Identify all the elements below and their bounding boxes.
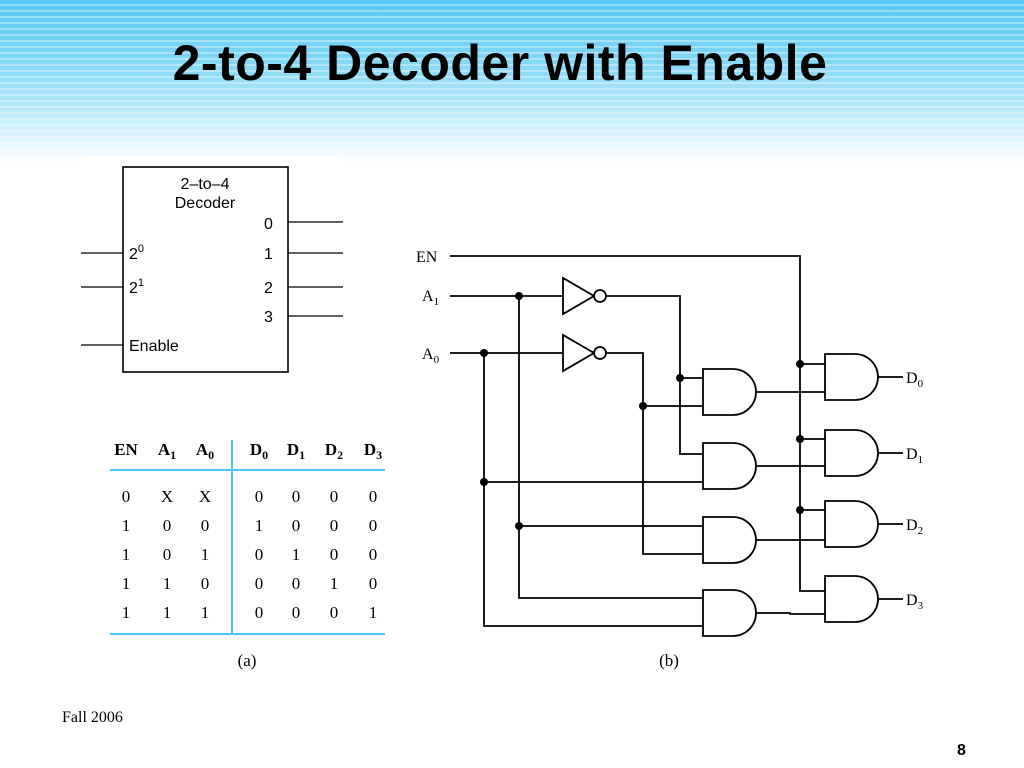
truth-table-cell: 1 [122,545,131,564]
output-label-d0: D0 [906,370,924,390]
wire-a1-true [518,296,703,599]
truth-table-header-1: A1 [158,440,176,462]
truth-table-header-6: D3 [364,440,382,462]
truth-table-cell: 1 [122,516,131,535]
truth-table-cell: 0 [330,516,339,535]
truth-table-cell: 0 [292,516,301,535]
inverter-a1 [562,276,596,316]
truth-table-header-2: A0 [196,440,214,462]
truth-table-cell: X [161,487,173,506]
and-gate-stage2-d2 [824,500,879,548]
decoder-block [122,166,289,373]
truth-table-cell: 0 [163,545,172,564]
circuit-en-label: EN [416,249,438,266]
wire-a0-not [606,352,703,555]
title-banner [0,0,1024,165]
truth-table-cell: 1 [122,603,131,622]
junction-a0-not [639,402,647,410]
truth-table-cell: 0 [255,545,264,564]
caption-b: (b) [659,651,679,670]
and-gate-stage1-d1 [702,442,757,490]
block-input-label-2-0: 20 [129,243,144,263]
truth-table-cell: 0 [255,574,264,593]
and-gate-stage2-d1 [824,429,879,477]
junction-a1 [515,292,523,300]
junction-a1-not [676,374,684,382]
footer-date: Fall 2006 [62,709,123,726]
truth-table-cell: 0 [369,574,378,593]
truth-table-cell: 0 [292,603,301,622]
truth-table-cell: 0 [122,487,131,506]
truth-table-cell: 0 [292,574,301,593]
and-gate-stage2-d3 [824,575,879,623]
wire-stage-d3 [756,612,825,615]
output-label-d2: D2 [906,517,923,537]
circuit-a0-label: A0 [422,346,440,366]
truth-table-cell: 1 [201,603,210,622]
truth-table-cell: 0 [369,487,378,506]
block-enable-label: Enable [129,338,179,355]
wire-a0-true [483,353,703,627]
truth-table-cell: 0 [201,574,210,593]
truth-table-cell: 1 [201,545,210,564]
truth-table-cell: 0 [330,487,339,506]
truth-table: EN A1 A0 D0 D1 D2 D3 0 X X 0 0 0 0 1 0 0 1 0 0 0 1 0 1 0 1 0 0 1 1 0 0… [110,440,385,635]
junction-a0 [480,349,488,357]
truth-table-cell: 1 [330,574,339,593]
truth-table-cell: 1 [292,545,301,564]
truth-table-cell: 1 [163,574,172,593]
truth-table-cell: 0 [330,545,339,564]
inverter-a0-bubble [593,346,607,360]
truth-table-cell: 0 [163,516,172,535]
junction-a0-d1 [480,478,488,486]
and-gate-stage1-d3 [702,589,757,637]
wire-en-bus [450,255,825,592]
block-output-label-1: 1 [264,246,273,263]
truth-table-header-0: EN [114,440,138,459]
junction-en-d0 [796,360,804,368]
truth-table-cell: 0 [292,487,301,506]
truth-table-cell: 0 [201,516,210,535]
decoder-name-line1: 2–to–4 [181,176,230,193]
block-output-label-3: 3 [264,309,273,326]
and-gate-stage1-d2 [702,516,757,564]
truth-table-cell: 0 [330,603,339,622]
page-number: 8 [957,742,966,759]
junction-a1-d2 [515,522,523,530]
truth-table-cell: 1 [163,603,172,622]
truth-table-cell: 1 [369,603,378,622]
caption-a: (a) [238,651,257,670]
inverter-a1-bubble [593,289,607,303]
truth-table-cell: 0 [255,603,264,622]
truth-table-cell: 0 [369,516,378,535]
truth-table-cell: 1 [255,516,264,535]
decoder-name-line2: Decoder [175,195,236,212]
block-diagram-panel [81,157,343,379]
and-gate-stage2-d0 [824,353,879,401]
junction-en-d1 [796,435,804,443]
truth-table-cell: 0 [255,487,264,506]
and-gate-stage1-d0 [702,368,757,416]
inverter-a0 [562,333,596,373]
truth-table-cell: X [199,487,211,506]
block-output-label-2: 2 [264,280,273,297]
truth-table-header-4: D1 [287,440,305,462]
truth-table-cell: 1 [122,574,131,593]
truth-table-cell: 0 [369,545,378,564]
block-input-label-2-1: 21 [129,277,144,297]
block-output-label-0: 0 [264,216,273,233]
output-label-d3: D3 [906,592,924,612]
truth-table-header-5: D2 [325,440,343,462]
slide-title: 2-to-4 Decoder with Enable [172,35,828,91]
circuit-a1-label: A1 [422,288,439,308]
wire-a1-not [606,295,703,455]
junction-en-d2 [796,506,804,514]
logic-circuit: EN A1 A0 [416,249,924,637]
truth-table-header-3: D0 [250,440,268,462]
output-label-d1: D1 [906,446,923,466]
